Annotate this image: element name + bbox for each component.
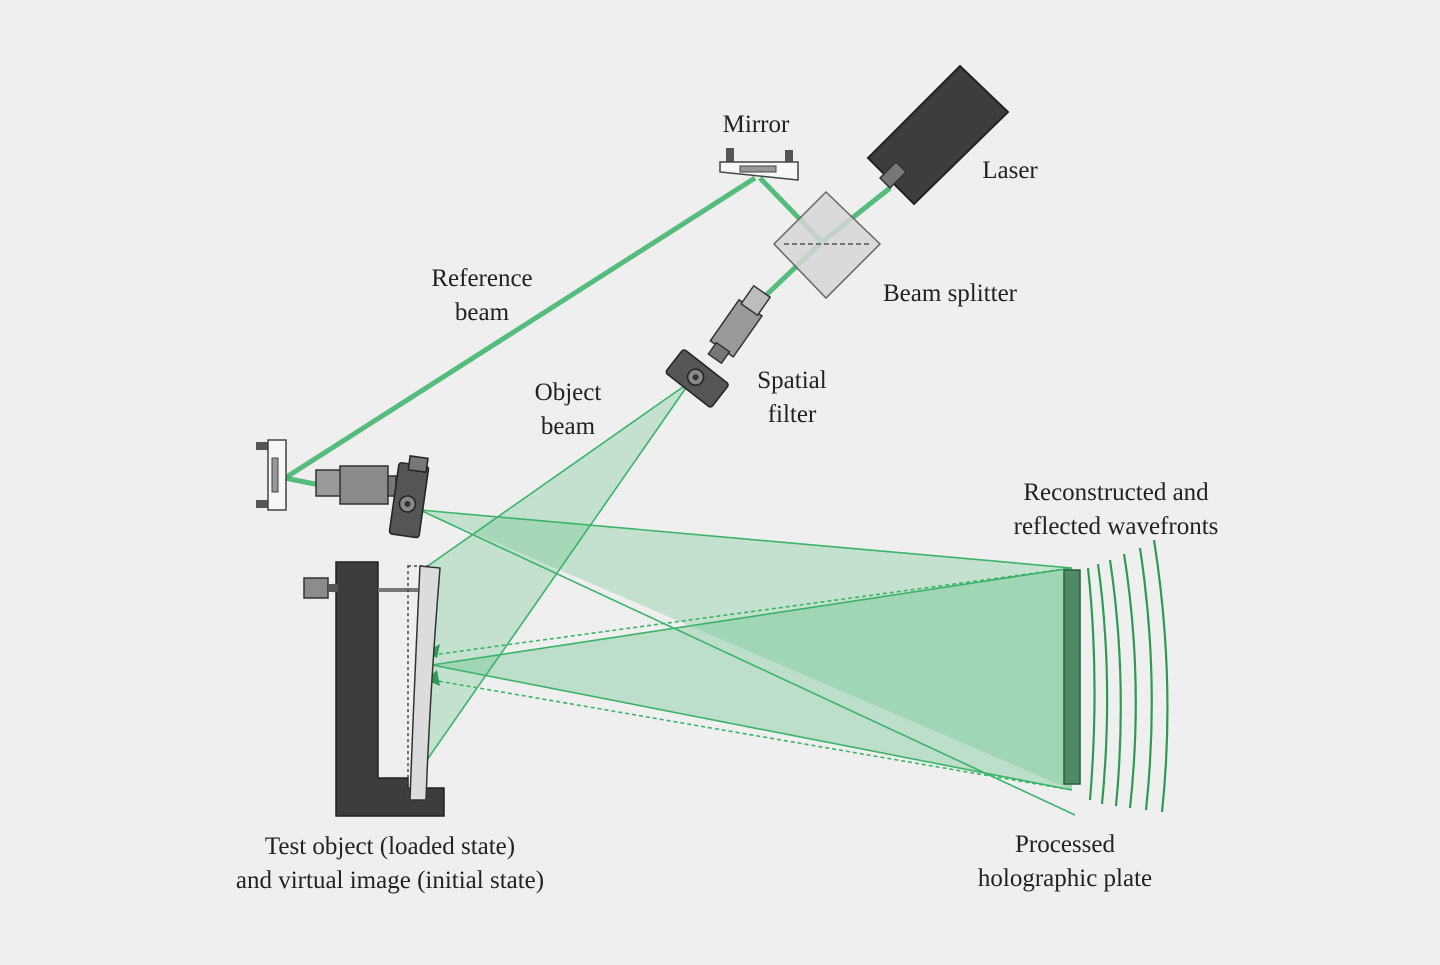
- object-beam-cone-large: [420, 510, 1072, 790]
- wavefronts: [1086, 539, 1169, 813]
- top-mirror: [719, 148, 799, 181]
- beam-splitter-label: Beam splitter: [883, 280, 1017, 307]
- lower-spatial-filter: [315, 455, 430, 539]
- test-object-label: Test object (loaded state)and virtual im…: [235, 833, 545, 894]
- beam-edges: [419, 381, 1076, 816]
- laser-label: Laser: [982, 157, 1038, 184]
- laser: [866, 64, 1010, 206]
- mirror-label: Mirror: [722, 111, 790, 138]
- holographic-plate: [1063, 569, 1081, 785]
- lower-mirror: [256, 439, 287, 511]
- reconstructed-beam-cone: [432, 568, 1072, 790]
- test-object-holder: [303, 561, 445, 817]
- beam-splitter: [772, 190, 882, 300]
- upper-spatial-filter: [665, 284, 772, 408]
